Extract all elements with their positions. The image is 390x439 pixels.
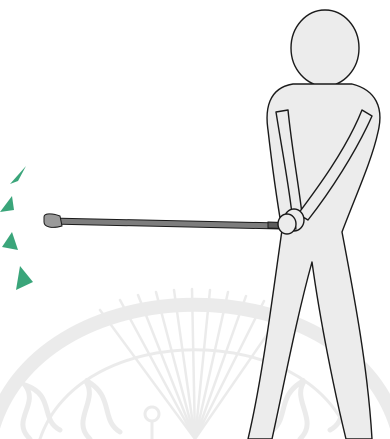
golfer-head (291, 10, 359, 86)
golf-club (44, 214, 296, 229)
motion-markers (0, 166, 33, 290)
golfer-hands-front (278, 214, 296, 234)
watermark-keyhole (145, 407, 159, 439)
club-shaft (50, 218, 280, 229)
leaf-marker (2, 232, 18, 250)
club-head (44, 214, 62, 228)
leaf-marker (16, 266, 33, 290)
leaf-marker (10, 166, 26, 184)
leaf-marker (0, 196, 14, 212)
